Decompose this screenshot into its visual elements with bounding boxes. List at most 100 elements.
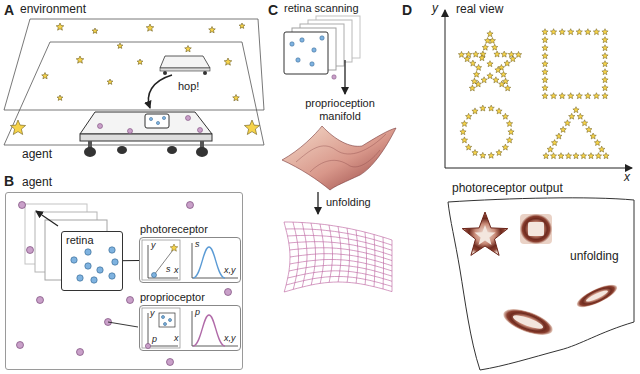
step-label: unfolding [326,196,371,209]
star [576,29,582,35]
inset-heading: proprioceptor [140,291,205,304]
star [480,105,486,111]
proprioceptor-dot [19,202,26,209]
svg-circle [152,273,157,278]
star [488,152,494,158]
star [542,29,548,35]
star [602,37,608,43]
star [107,79,113,84]
photoreceptor-inset: photoreceptorsyxsx,y [139,237,241,283]
output-outline [448,198,634,370]
svg-circle [85,249,91,255]
star [576,93,582,99]
connector-line [123,260,139,261]
panel-c-art [282,16,396,292]
mesh-line [288,271,392,282]
photoreceptor-dot [290,42,294,46]
output-blobs [462,212,620,340]
panel-letter: C [268,2,278,18]
star [56,23,64,30]
star [479,55,485,61]
photoreceptor-dot [300,38,304,42]
step-label: retina scanning [284,2,359,15]
star [568,29,574,35]
proprioceptor-inset: proprioceptorypxpx,y [139,305,241,351]
scan-arrow [36,211,58,226]
star [508,129,514,135]
wheel [196,147,208,157]
star [581,120,587,126]
svg-circle [109,273,115,279]
star [565,153,571,159]
action-label: hop! [178,80,199,93]
svg-circle [91,277,97,283]
leg [200,141,204,148]
unfolded-mesh [284,222,392,292]
star [594,140,600,146]
panel-letter: D [402,2,412,18]
star [603,153,609,159]
step-label: unfolding [570,250,619,264]
star [487,31,493,37]
star [461,137,467,143]
wheel [84,147,96,157]
photoreceptor-dot [320,36,324,40]
star [510,56,516,62]
plane-label: agent [22,148,52,162]
star [602,69,608,75]
star [547,146,553,152]
platform-front [80,134,212,141]
small-agent [160,56,210,68]
star [500,71,506,77]
star [542,77,548,83]
star [573,107,579,113]
star [602,77,608,83]
flow-arrow [344,60,345,94]
axis-label: y [150,308,155,318]
star [461,121,467,127]
star [586,126,592,132]
star [559,29,565,35]
axis-label: x [174,333,179,343]
star [472,108,478,114]
star [233,95,240,101]
star [506,121,512,127]
star [244,120,259,135]
svg-circle [77,275,83,281]
panel-letter: A [4,2,14,18]
star [542,61,548,67]
y-axis [445,10,446,168]
wheel [163,71,167,75]
star [485,38,491,44]
small-agent-front [160,68,210,71]
star [577,113,583,119]
star [469,85,475,91]
star [569,113,575,119]
star [585,93,591,99]
proprioceptor-dot [186,116,191,121]
star [602,45,608,51]
step-label: proprioception manifold [300,97,380,122]
axis-label: x,y [224,333,236,343]
proprioceptor-dot [198,128,203,133]
star [602,85,608,91]
star [542,37,548,43]
svg-path [193,315,225,346]
star [501,51,507,57]
photoreceptor-dot [312,48,316,52]
star [590,133,596,139]
svg-circle [164,323,167,326]
star [496,108,502,114]
mesh-line [284,222,290,292]
star [185,46,192,52]
svg-circle [97,267,103,273]
mesh-line [286,277,392,287]
photoreceptor-dot [156,121,159,124]
star [466,51,472,57]
surface-contour [296,134,386,162]
star [466,113,472,119]
star [542,85,548,91]
photoreceptor-dot [310,62,314,66]
star [504,60,510,66]
